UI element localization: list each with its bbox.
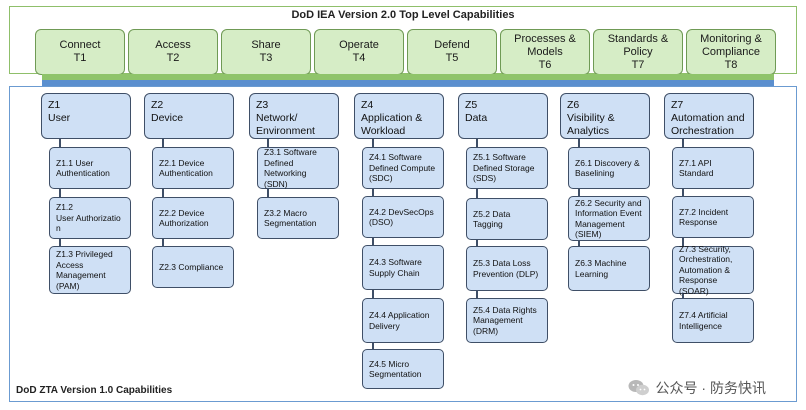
pillar-z5: Z5 Data: [458, 93, 548, 139]
green-band: [42, 74, 774, 80]
watermark-text: 公众号 · 防务快讯: [655, 380, 766, 396]
pillar-z4: Z4 Application & Workload: [354, 93, 444, 139]
capability-t7: Standards & Policy T7: [593, 29, 683, 75]
capability-z7-4: Z7.4 Artificial Intelligence: [672, 298, 754, 343]
capability-z5-4: Z5.4 Data Rights Management (DRM): [466, 298, 548, 343]
capability-z6-3: Z6.3 Machine Learning: [568, 246, 650, 291]
pillar-z6: Z6 Visibility & Analytics: [560, 93, 650, 139]
iea-frame: DoD IEA Version 2.0 Top Level Capabiliti…: [9, 6, 797, 75]
pillar-z7: Z7 Automation and Orchestration: [664, 93, 754, 139]
pillar-connector: [59, 138, 61, 254]
capability-z3-1: Z3.1 Software Defined Networking (SDN): [257, 147, 339, 189]
capability-t4: Operate T4: [314, 29, 404, 75]
capability-z7-2: Z7.2 Incident Response: [672, 196, 754, 238]
capability-z5-1: Z5.1 Software Defined Storage (SDS): [466, 147, 548, 189]
pillar-z3: Z3 Network/ Environment: [249, 93, 339, 139]
watermark: 公众号 · 防务快讯: [628, 378, 766, 398]
zta-title: DoD ZTA Version 1.0 Capabilities: [16, 385, 173, 396]
capability-z6-1: Z6.1 Discovery & Baselining: [568, 147, 650, 189]
capability-z6-2: Z6.2 Security and Information Event Mana…: [568, 196, 650, 241]
capability-z1-1: Z1.1 User Authentication: [49, 147, 131, 189]
capability-z5-3: Z5.3 Data Loss Prevention (DLP): [466, 246, 548, 291]
capability-z5-2: Z5.2 Data Tagging: [466, 198, 548, 240]
capability-t3: Share T3: [221, 29, 311, 75]
iea-title: DoD IEA Version 2.0 Top Level Capabiliti…: [291, 9, 515, 21]
wechat-icon: [628, 380, 649, 396]
capability-t5: Defend T5: [407, 29, 497, 75]
capability-z1-2: Z1.2 User Authorizatio n: [49, 197, 131, 239]
capability-t2: Access T2: [128, 29, 218, 75]
capability-t6: Processes & Models T6: [500, 29, 590, 75]
capability-t8: Monitoring & Compliance T8: [686, 29, 776, 75]
capability-t1: Connect T1: [35, 29, 125, 75]
capability-z4-2: Z4.2 DevSecOps (DSO): [362, 196, 444, 238]
capability-z7-1: Z7.1 API Standard: [672, 147, 754, 189]
capability-z4-4: Z4.4 Application Delivery: [362, 298, 444, 343]
capability-z4-1: Z4.1 Software Defined Compute (SDC): [362, 147, 444, 189]
capability-z2-2: Z2.2 Device Authorization: [152, 197, 234, 239]
capability-z3-2: Z3.2 Macro Segmentation: [257, 197, 339, 239]
pillar-z1: Z1 User: [41, 93, 131, 139]
capability-z4-3: Z4.3 Software Supply Chain: [362, 245, 444, 290]
capability-z2-1: Z2.1 Device Authentication: [152, 147, 234, 189]
pillar-connector: [162, 138, 164, 254]
capability-z2-3: Z2.3 Compliance: [152, 246, 234, 288]
pillar-z2: Z2 Device: [144, 93, 234, 139]
capability-z1-3: Z1.3 Privileged Access Management (PAM): [49, 246, 131, 294]
capability-z4-5: Z4.5 Micro Segmentation: [362, 349, 444, 389]
capability-z7-3: Z7.3 Security, Orchestration, Automation…: [672, 244, 754, 296]
blue-band: [42, 80, 774, 86]
